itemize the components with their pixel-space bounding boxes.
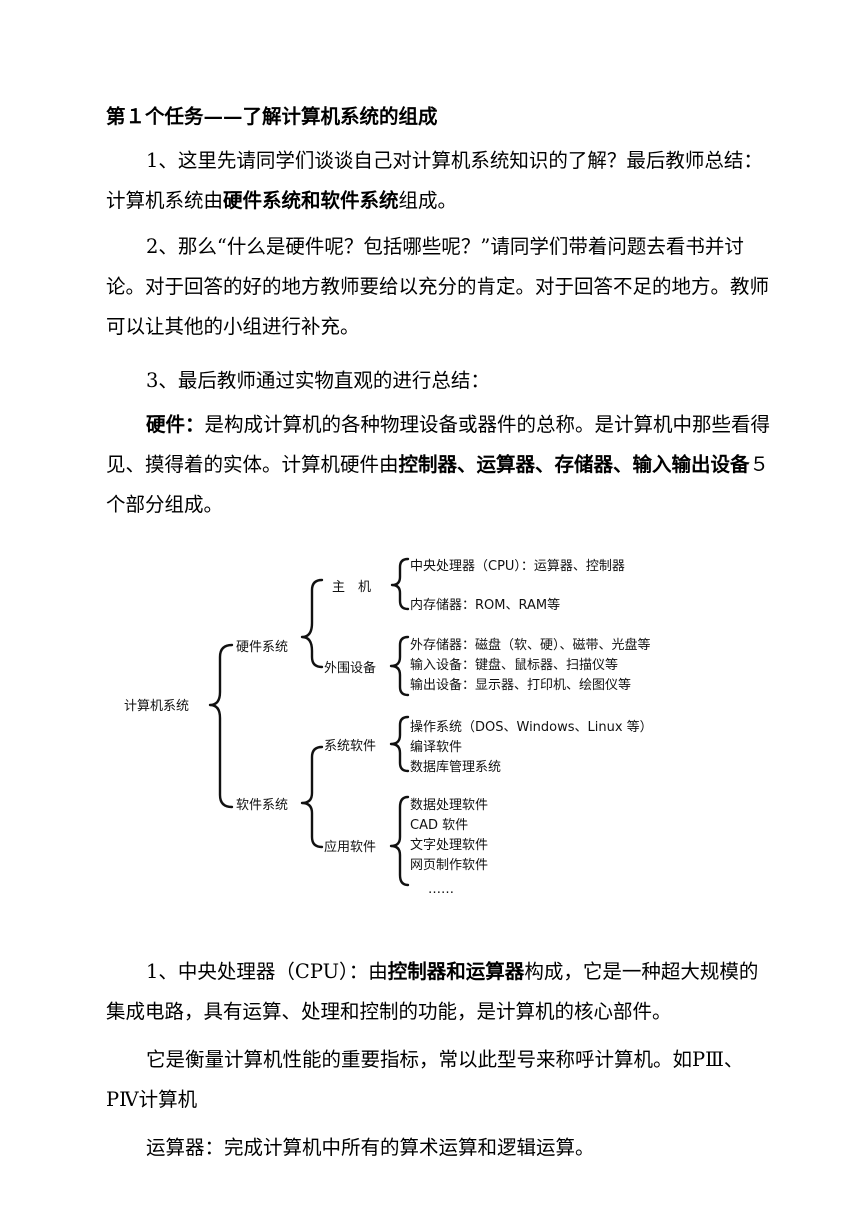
- diagram-word-processing: 文字处理软件: [410, 838, 488, 853]
- section-heading: 第１个任务——了解计算机系统的组成: [106, 105, 438, 128]
- paragraph-2: 2、那么“什么是硬件呢？包括哪些呢？”请同学们带着问题去看书并讨论。对于回答的好…: [106, 235, 770, 338]
- diagram-cad: CAD 软件: [410, 818, 468, 833]
- diagram-peripheral: 外围设备: [324, 660, 376, 676]
- diagram-external-storage: 外存储器：磁盘（软、硬）、磁带、光盘等: [410, 637, 651, 653]
- diagram-web-authoring: 网页制作软件: [410, 858, 488, 873]
- paragraph-1: 1、这里先请同学们谈谈自己对计算机系统知识的了解？最后教师总结：计算机系统由硬件…: [106, 149, 763, 212]
- diagram-input-devices: 输入设备：键盘、鼠标器、扫描仪等: [410, 657, 618, 673]
- diagram-application-software: 应用软件: [324, 839, 376, 855]
- diagram-output-devices: 输出设备：显示器、打印机、绘图仪等: [410, 677, 631, 693]
- diagram-software: 软件系统: [236, 798, 288, 813]
- diagram-memory: 内存储器：ROM、RAM等: [410, 597, 560, 613]
- brace-system-software: [389, 715, 410, 773]
- diagram-hardware: 硬件系统: [236, 640, 288, 655]
- paragraph-5: 1、中央处理器（CPU）：由控制器和运算器构成，它是一种超大规模的集成电路，具有…: [106, 960, 759, 1023]
- diagram-compiler: 编译软件: [410, 740, 462, 755]
- brace-root: [208, 643, 234, 809]
- diagram-os: 操作系统（DOS、Windows、Linux 等）: [410, 719, 653, 735]
- paragraph-6: 它是衡量计算机性能的重要指标，常以此型号来称呼计算机。如PⅢ、PⅣ计算机: [106, 1048, 744, 1111]
- brace-peripheral: [389, 635, 410, 697]
- diagram-ellipsis: ……: [428, 882, 454, 897]
- brace-host: [390, 557, 410, 611]
- brace-software: [300, 745, 324, 849]
- diagram-host: 主 机: [332, 580, 371, 595]
- computer-system-diagram: 计算机系统 硬件系统 主 机 中央处理器（CPU）：运算器、控制器 内存储器：R…: [124, 557, 653, 897]
- diagram-dbms: 数据库管理系统: [410, 759, 501, 775]
- paragraph-4: 硬件：是构成计算机的各种物理设备或器件的总称。是计算机中那些看得见、摸得着的实体…: [106, 413, 771, 516]
- diagram-root: 计算机系统: [124, 699, 189, 714]
- brace-application-software: [389, 795, 410, 887]
- diagram-cpu: 中央处理器（CPU）：运算器、控制器: [410, 559, 625, 574]
- paragraph-3: 3、最后教师通过实物直观的进行总结：: [146, 369, 490, 392]
- diagram-data-processing: 数据处理软件: [410, 798, 488, 813]
- diagram-system-software: 系统软件: [324, 739, 376, 754]
- brace-hardware: [300, 578, 324, 669]
- paragraph-7: 运算器：完成计算机中所有的算术运算和逻辑运算。: [146, 1136, 595, 1159]
